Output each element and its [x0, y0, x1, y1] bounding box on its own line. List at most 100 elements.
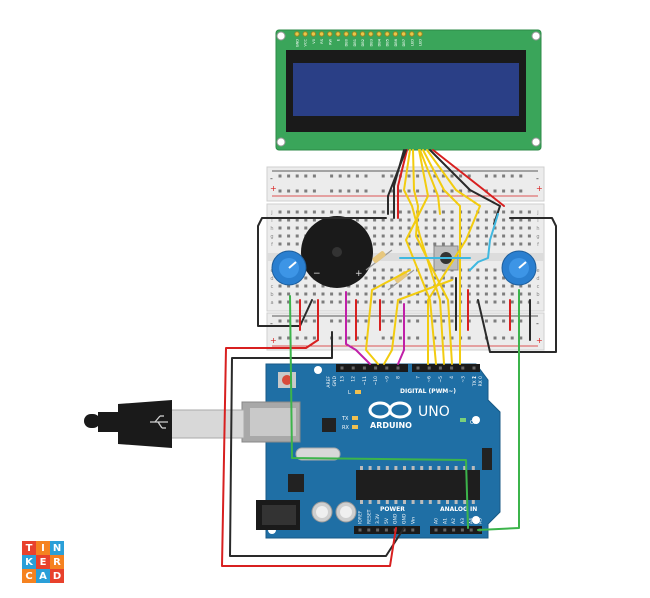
rail-hole — [295, 174, 299, 178]
header-pin — [358, 528, 362, 532]
rail-hole — [433, 319, 437, 323]
terminal-hole — [373, 218, 377, 222]
terminal-hole — [355, 210, 359, 214]
terminal-hole — [424, 226, 428, 230]
analog-pin-label: A0 — [434, 518, 440, 524]
terminal-hole — [364, 284, 368, 288]
terminal-hole — [381, 284, 385, 288]
wire-yellow — [419, 149, 441, 215]
rail-minus-label: - — [270, 174, 273, 183]
usb-plug-metal — [167, 409, 245, 439]
terminal-hole — [381, 300, 385, 304]
rail-hole — [295, 336, 299, 340]
header-pin — [472, 366, 476, 370]
wire-red — [397, 149, 408, 219]
header-pin — [450, 366, 454, 370]
terminal-hole — [433, 210, 437, 214]
lcd-pin-label: GND — [296, 39, 300, 47]
terminal-hole — [373, 300, 377, 304]
lcd-pin — [343, 31, 349, 37]
rail-hole — [278, 174, 282, 178]
rail-hole — [347, 174, 351, 178]
rail-hole — [390, 319, 394, 323]
terminal-hole — [519, 300, 523, 304]
terminal-hole — [390, 226, 394, 230]
rail-hole — [519, 189, 523, 193]
terminal-hole — [467, 218, 471, 222]
terminal-hole — [390, 234, 394, 238]
rail-hole — [450, 319, 454, 323]
terminal-hole — [484, 210, 488, 214]
terminal-hole — [527, 234, 531, 238]
digital-pin-label: ~11 — [362, 376, 368, 386]
terminal-hole — [407, 300, 411, 304]
digital-header-left — [336, 364, 408, 372]
terminal-hole — [510, 300, 514, 304]
potentiometer-left[interactable] — [271, 250, 307, 286]
usb-cable-strain — [98, 412, 120, 432]
rail-hole — [330, 174, 334, 178]
terminal-hole — [347, 292, 351, 296]
wire-black — [257, 217, 387, 327]
rail-hole — [347, 336, 351, 340]
terminal-hole — [364, 300, 368, 304]
header-pin — [362, 366, 366, 370]
rail-hole — [287, 319, 291, 323]
logo-letter: I — [36, 541, 50, 555]
terminal-hole — [287, 284, 291, 288]
terminal-hole — [484, 300, 488, 304]
row-letter: b — [536, 292, 539, 298]
rail-hole — [381, 336, 385, 340]
arduino-uno[interactable]: ARDUINO UNO DIGITAL (PWM~) POWER ANALOG … — [241, 363, 501, 539]
reset-button-cap[interactable] — [282, 375, 292, 385]
lcd-pin — [294, 31, 300, 37]
rail-hole — [381, 319, 385, 323]
terminal-hole — [330, 292, 334, 296]
terminal-hole — [355, 218, 359, 222]
piezo-buzzer[interactable]: − + — [301, 216, 373, 288]
row-letter: i — [271, 218, 272, 224]
power-pin-label: GND — [393, 513, 399, 524]
rail-hole — [416, 174, 420, 178]
header-pin — [374, 366, 378, 370]
rail-hole — [295, 319, 299, 323]
terminal-hole — [502, 218, 506, 222]
terminal-hole — [390, 284, 394, 288]
lcd-pin-label: DB4 — [378, 38, 382, 46]
terminal-hole — [519, 210, 523, 214]
potentiometer-right[interactable] — [501, 250, 537, 286]
terminal-hole — [510, 226, 514, 230]
terminal-hole — [484, 218, 488, 222]
header-pin — [427, 366, 431, 370]
terminal-hole — [295, 226, 299, 230]
rail-hole — [493, 174, 497, 178]
wire-magenta — [397, 303, 405, 365]
header-pin — [402, 528, 406, 532]
header-pin — [396, 366, 400, 370]
rail-hole — [312, 189, 316, 193]
chip-leg — [471, 466, 475, 470]
power-jack-inner — [262, 505, 296, 525]
terminal-hole — [493, 234, 497, 238]
rail-hole — [398, 319, 402, 323]
usb-cable[interactable] — [84, 400, 245, 448]
row-letters: jjiihhggffeeddccbbaa — [270, 210, 539, 306]
wire-red — [432, 149, 505, 207]
rail-hole — [484, 319, 488, 323]
terminal-hole — [493, 226, 497, 230]
wire-yellow — [383, 279, 453, 365]
lcd-mount-hole — [531, 31, 541, 41]
chip-leg — [360, 466, 363, 470]
terminal-hole — [398, 234, 402, 238]
terminal-hole — [416, 292, 420, 296]
terminal-hole — [467, 242, 471, 246]
usb-chip — [322, 418, 336, 432]
rail-hole — [407, 174, 411, 178]
terminal-hole — [304, 210, 308, 214]
terminal-hole — [304, 218, 308, 222]
digital-pin-label: ~5 — [438, 376, 444, 383]
header-pin — [434, 528, 438, 532]
rail-hole — [502, 189, 506, 193]
